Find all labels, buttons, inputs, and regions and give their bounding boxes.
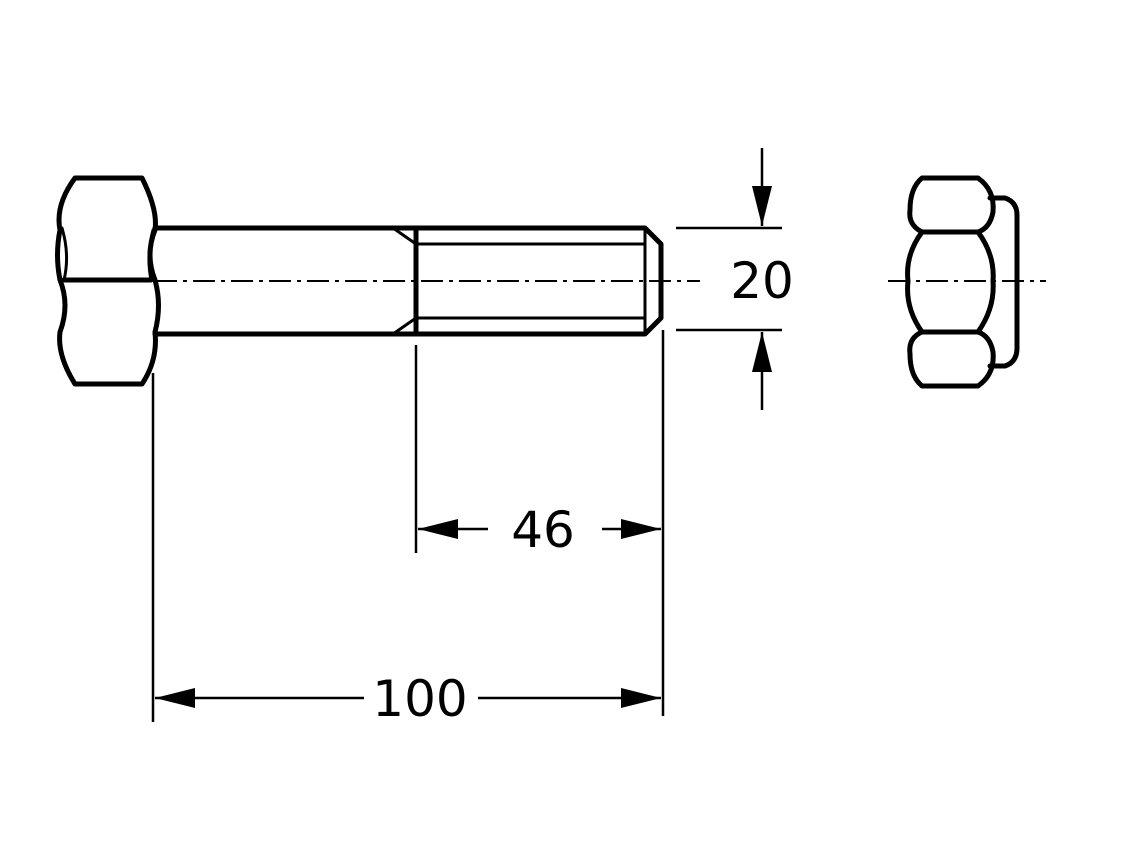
- nut-view: [905, 175, 1020, 389]
- nut-facet-lower: [907, 329, 996, 389]
- dimension-lines: [151, 148, 782, 722]
- bolt-head-facet-upper: [60, 226, 69, 282]
- thread-runout-top: [391, 226, 418, 246]
- dim-label-diameter: 20: [730, 252, 794, 310]
- nut-facet-upper: [907, 175, 996, 235]
- dim-label-total-length: 100: [372, 670, 467, 728]
- thread-runout-bottom: [391, 316, 418, 336]
- bolt-head-facet-lower: [147, 228, 155, 282]
- dim-label-thread-length: 46: [511, 501, 575, 559]
